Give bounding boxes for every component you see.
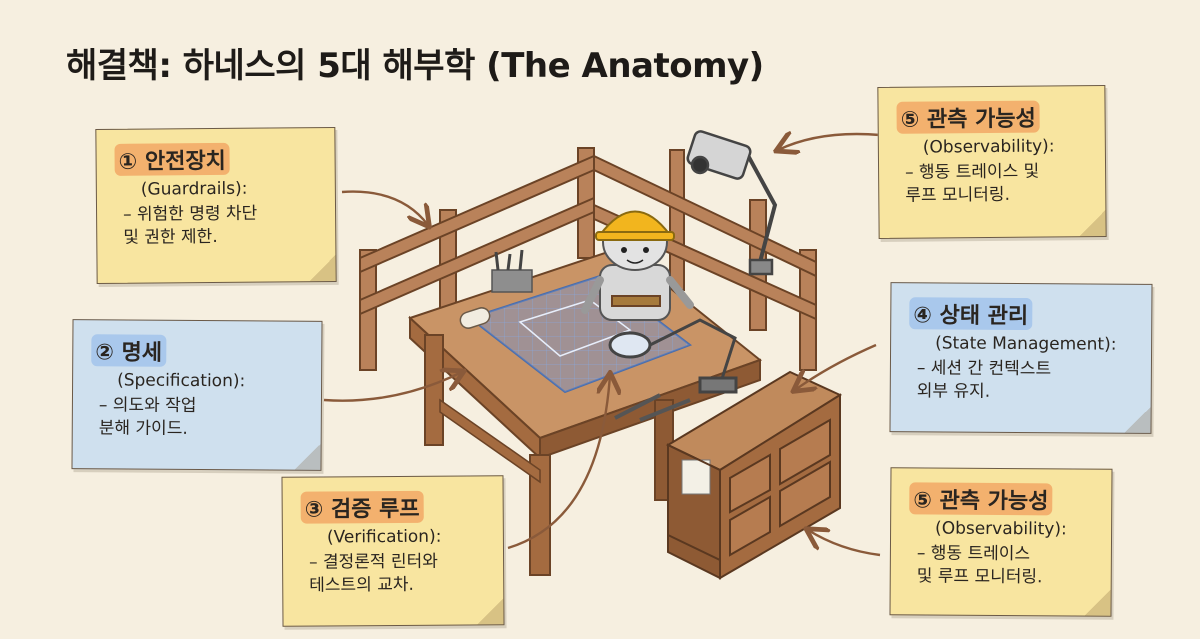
note-heading: ⑤ 관측 가능성 [896,100,1040,134]
arrow-specification [323,372,462,402]
note-body: – 위험한 명령 차단 및 권한 제한. [122,203,258,248]
magnifier-arm [608,318,738,394]
note-body: – 행동 트레이스 및 루프 모니터링. [916,543,1043,588]
folded-corner [1079,210,1106,237]
folded-corner [1124,406,1151,433]
note-subtitle: (Guardrails): [140,178,248,200]
note-subtitle: (State Management): [935,333,1117,355]
arrow-guardrails [341,190,428,225]
note-subtitle: (Observability): [935,518,1067,540]
arrow-state [795,343,877,390]
note-observability-top: ⑤ 관측 가능성 (Observability): – 행동 트레이스 및 루프… [877,85,1107,239]
note-observability-bottom: ⑤ 관측 가능성 (Observability): – 행동 트레이스 및 루프… [889,467,1113,617]
note-body: – 의도와 작업 분해 가이드. [98,395,197,439]
filing-cabinet [665,370,843,580]
note-subtitle: (Verification): [326,526,442,548]
folded-corner [294,443,321,470]
security-camera [686,130,778,276]
folded-corner [1084,589,1111,616]
note-guardrails: ① 안전장치 (Guardrails): – 위험한 명령 차단 및 권한 제한… [95,126,337,285]
note-body: – 행동 트레이스 및 루프 모니터링. [905,161,1040,206]
robot-worker [581,210,694,321]
page-title: 해결책: 하네스의 5대 해부학 (The Anatomy) [66,46,764,86]
arrow-verification [507,375,610,550]
note-subtitle: (Specification): [117,370,246,392]
note-heading: ⑤ 관측 가능성 [909,482,1053,516]
note-heading: ① 안전장치 [114,142,230,176]
note-subtitle: (Observability): [922,136,1055,158]
note-heading: ② 명세 [91,334,167,367]
note-body: – 세션 간 컨텍스트 외부 유지. [916,358,1052,402]
folded-corner [477,598,504,625]
folded-corner [309,254,336,282]
note-body: – 결정론적 린터와 테스트의 교차. [309,551,438,596]
note-specification: ② 명세 (Specification): – 의도와 작업 분해 가이드. [71,319,323,471]
note-verification: ③ 검증 루프 (Verification): – 결정론적 린터와 테스트의 … [281,475,505,627]
note-heading: ④ 상태 관리 [909,297,1033,331]
arrows [323,134,881,557]
arrow-observability-bottom [808,530,881,557]
note-state-management: ④ 상태 관리 (State Management): – 세션 간 컨텍스트 … [889,282,1153,434]
note-heading: ③ 검증 루프 [300,490,424,524]
arrow-observability-top [778,134,881,150]
